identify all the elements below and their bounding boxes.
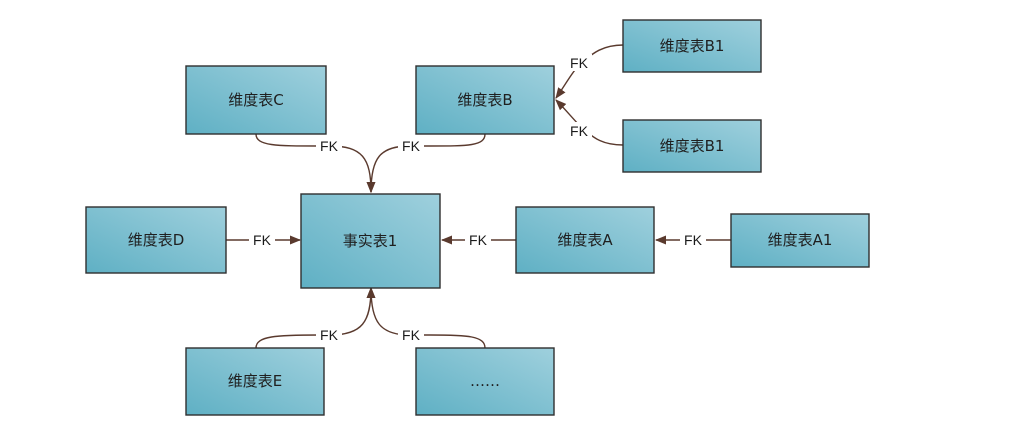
- node-dim-b1-bottom[interactable]: 维度表B1: [622, 119, 762, 173]
- svg-text:FK: FK: [570, 55, 589, 71]
- edge-dim-e-to-fact: [255, 286, 376, 349]
- svg-text:维度表D: 维度表D: [128, 231, 185, 249]
- fk-label-e: FK: [316, 326, 342, 343]
- svg-text:维度表C: 维度表C: [228, 91, 283, 109]
- svg-text:FK: FK: [320, 138, 339, 154]
- node-fact-1[interactable]: 事实表1: [300, 193, 441, 289]
- svg-text:FK: FK: [570, 123, 589, 139]
- edge-dim-b-to-fact: [366, 133, 486, 194]
- edge-more-to-fact: [366, 286, 486, 349]
- fk-label-a: FK: [465, 231, 491, 248]
- svg-text:维度表A: 维度表A: [557, 231, 613, 249]
- svg-text:维度表B: 维度表B: [457, 91, 512, 109]
- fk-label-c: FK: [316, 137, 342, 154]
- node-dim-b[interactable]: 维度表B: [415, 65, 555, 135]
- svg-text:FK: FK: [253, 232, 272, 248]
- fk-label-d: FK: [249, 231, 275, 248]
- edge-dim-c-to-fact: [255, 133, 376, 194]
- svg-text:事实表1: 事实表1: [343, 232, 398, 250]
- svg-text:维度表A1: 维度表A1: [768, 231, 833, 249]
- fk-label-b: FK: [398, 137, 424, 154]
- svg-text:FK: FK: [402, 327, 421, 343]
- svg-text:……: ……: [470, 372, 500, 390]
- node-dim-d[interactable]: 维度表D: [85, 206, 227, 274]
- svg-text:FK: FK: [469, 232, 488, 248]
- node-dim-b1-top[interactable]: 维度表B1: [622, 19, 762, 73]
- svg-text:维度表B1: 维度表B1: [660, 137, 725, 155]
- node-dim-e[interactable]: 维度表E: [185, 347, 325, 416]
- edge-dim-b1-top-to-b: [555, 44, 624, 99]
- svg-text:维度表E: 维度表E: [228, 372, 282, 390]
- node-more[interactable]: ……: [415, 347, 555, 416]
- fk-label-b1-top: FK: [566, 54, 592, 71]
- node-dim-a[interactable]: 维度表A: [515, 206, 655, 274]
- svg-text:FK: FK: [320, 327, 339, 343]
- fk-label-more: FK: [398, 326, 424, 343]
- fk-label-a1: FK: [680, 231, 706, 248]
- node-dim-c[interactable]: 维度表C: [185, 65, 327, 135]
- svg-text:维度表B1: 维度表B1: [660, 37, 725, 55]
- svg-text:FK: FK: [402, 138, 421, 154]
- node-dim-a1[interactable]: 维度表A1: [730, 213, 870, 268]
- fk-label-b1-bottom: FK: [566, 122, 592, 139]
- svg-text:FK: FK: [684, 232, 703, 248]
